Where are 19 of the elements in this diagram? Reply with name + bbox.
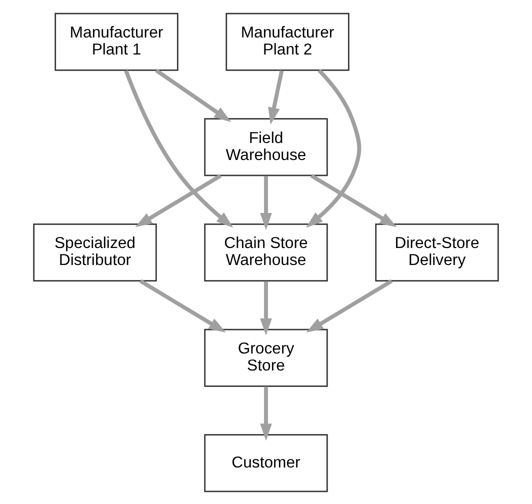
node-box: Direct-Store Delivery: [375, 223, 499, 281]
arrow: [139, 278, 226, 332]
arrow: [260, 175, 272, 230]
arrow: [268, 70, 284, 124]
node-box: Grocery Store: [204, 328, 328, 386]
arrow: [306, 68, 362, 228]
arrow: [124, 69, 234, 228]
node-box: Chain Store Warehouse: [204, 223, 328, 281]
node-box: Customer: [204, 434, 328, 492]
arrow: [310, 173, 397, 227]
arrow: [260, 280, 272, 335]
arrow: [260, 386, 272, 440]
arrow: [135, 173, 222, 227]
arrow: [306, 278, 393, 332]
node-box: Manufacturer Plant 2: [226, 12, 350, 70]
node-box: Field Warehouse: [204, 118, 328, 176]
node-box: Manufacturer Plant 1: [54, 12, 178, 70]
node-box: Specialized Distributor: [33, 223, 157, 281]
arrow: [155, 68, 232, 122]
